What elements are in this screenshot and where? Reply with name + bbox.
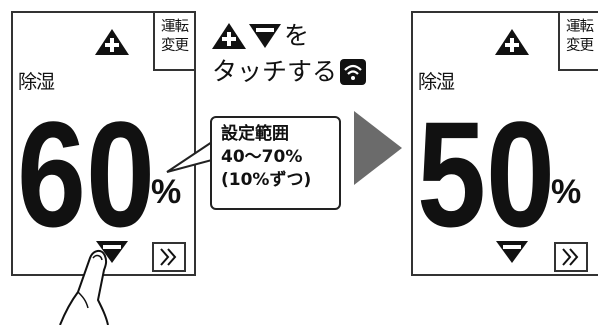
instruction-line1-suffix: を	[284, 21, 310, 50]
double-chevron-right-icon	[160, 248, 177, 266]
mode-label: 除湿	[18, 71, 55, 93]
display-panel-before: 運転 変更 除湿 60 %	[11, 11, 196, 276]
percent-unit: %	[151, 173, 182, 211]
next-button[interactable]	[554, 242, 588, 272]
plus-triangle-icon[interactable]	[495, 29, 529, 55]
mode-change-label-line2: 変更	[566, 38, 594, 54]
mode-change-button[interactable]: 運転 変更	[153, 13, 194, 71]
setting-range-callout: 設定範囲 40〜70% (10%ずつ)	[210, 116, 341, 210]
mode-change-label-line2: 変更	[161, 38, 189, 54]
arrow-right-icon	[354, 111, 402, 185]
percent-unit: %	[551, 173, 582, 211]
mode-change-label-line1: 運転	[161, 19, 189, 35]
instruction-line2: タッチする	[212, 57, 338, 86]
humidity-value: 50	[417, 90, 555, 236]
humidity-value-display: 60	[17, 90, 155, 236]
minus-triangle-icon[interactable]	[496, 241, 528, 263]
humidity-value-display: 50	[417, 90, 555, 236]
finger-illustration	[59, 250, 109, 325]
minus-triangle-icon[interactable]	[96, 241, 128, 263]
callout-line1: 設定範囲	[221, 124, 289, 144]
callout-pointer	[166, 140, 213, 173]
mode-change-label-line1: 運転	[566, 19, 594, 35]
humidity-value: 60	[17, 90, 155, 236]
display-panel-after: 運転 変更 除湿 50 %	[411, 11, 598, 276]
next-button[interactable]	[152, 242, 186, 272]
mode-label: 除湿	[418, 71, 455, 93]
plus-triangle-icon[interactable]	[95, 29, 129, 55]
instruction-text: を タッチする	[212, 18, 367, 90]
callout-line3: (10%ずつ)	[221, 170, 312, 190]
plus-triangle-icon	[212, 23, 246, 49]
double-chevron-right-icon	[562, 248, 579, 266]
beep-signal-icon	[340, 59, 367, 85]
mode-change-button[interactable]: 運転 変更	[558, 13, 598, 71]
minus-triangle-icon	[249, 24, 281, 48]
callout-line2: 40〜70%	[221, 147, 303, 167]
